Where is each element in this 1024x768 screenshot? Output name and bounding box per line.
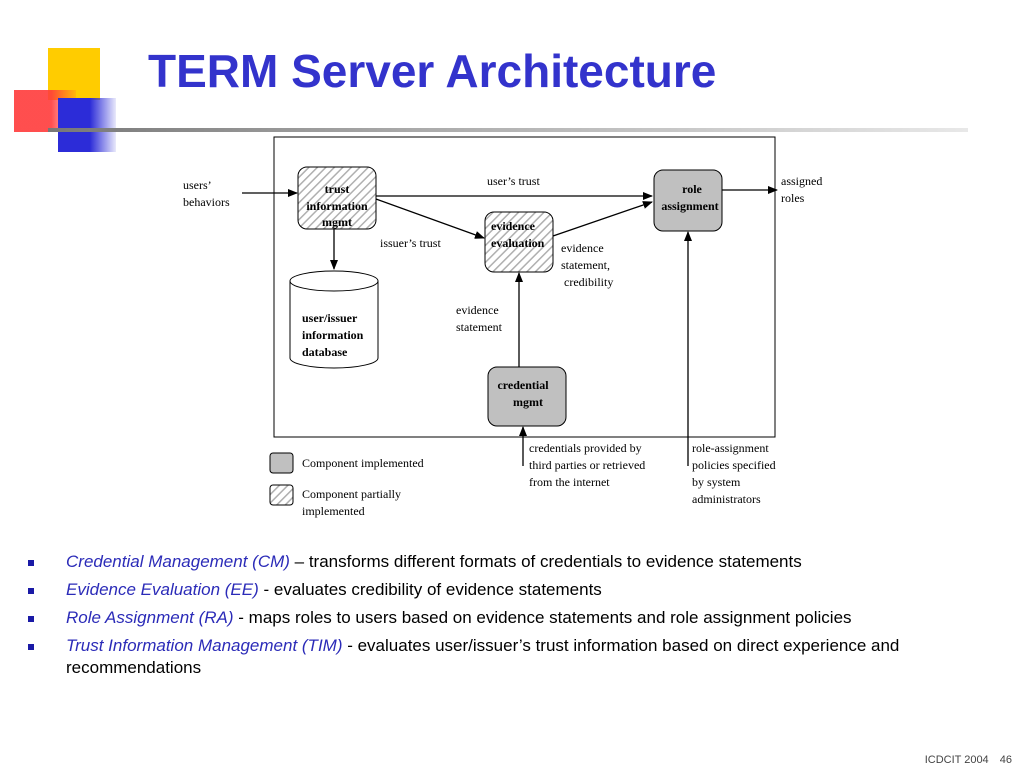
footer-conference: ICDCIT 2004 <box>924 754 989 766</box>
bullet-term: Credential Management (CM) <box>66 552 290 571</box>
bullet-marker <box>28 560 34 566</box>
node-role-assignment: role assignment <box>653 169 723 232</box>
node-tim-label-1: trust <box>325 182 350 196</box>
node-db-label-2: information <box>302 328 364 342</box>
legend-implemented-label: Component implemented <box>302 456 424 470</box>
label-evidence-statement-1: evidence <box>456 303 499 317</box>
legend-partial-swatch <box>269 484 294 506</box>
label-assigned-roles-2: roles <box>781 191 805 205</box>
label-users-behaviors-2: behaviors <box>183 195 230 209</box>
legend-partial-label-2: implemented <box>302 504 365 518</box>
label-users-behaviors-1: users’ <box>183 178 212 192</box>
system-boundary <box>273 136 776 438</box>
node-user-issuer-database: user/issuer information database <box>289 270 379 369</box>
footer-page-number: 46 <box>999 754 1012 766</box>
label-es-credibility-1: evidence <box>561 241 604 255</box>
node-ra-label-1: role <box>682 182 702 196</box>
node-evidence-evaluation: evidence evaluation <box>484 211 554 273</box>
bullet-item: Trust Information Management (TIM) - eva… <box>28 635 1018 679</box>
bullet-text: – transforms different formats of creden… <box>289 552 802 571</box>
label-policies-1: role-assignment <box>692 441 769 455</box>
label-policies-2: policies specified <box>692 458 776 472</box>
legend-implemented-swatch <box>269 452 294 474</box>
label-credentials-2: third parties or retrieved <box>529 458 645 472</box>
bullet-marker <box>28 588 34 594</box>
label-assigned-roles-1: assigned <box>781 174 822 188</box>
node-cm-label-1: credential <box>497 378 549 392</box>
label-credentials-1: credentials provided by <box>529 441 642 455</box>
bullet-marker <box>28 616 34 622</box>
bullet-term: Role Assignment (RA) <box>66 608 234 627</box>
legend-partial-label-1: Component partially <box>302 487 401 501</box>
node-credential-mgmt: credential mgmt <box>487 366 567 427</box>
bullet-marker <box>28 644 34 650</box>
label-issuers-trust: issuer’s trust <box>380 236 441 250</box>
node-tim-label-2: information <box>306 199 368 213</box>
bullet-term: Trust Information Management (TIM) <box>66 636 343 655</box>
legend: Component implemented Component partiall… <box>269 452 424 518</box>
bullet-item: Credential Management (CM) – transforms … <box>28 551 1018 573</box>
label-policies-4: administrators <box>692 492 761 506</box>
bullet-text: - evaluates credibility of evidence stat… <box>258 580 602 599</box>
bullet-text: - maps roles to users based on evidence … <box>233 608 852 627</box>
bullet-term: Evidence Evaluation (EE) <box>66 580 259 599</box>
node-ee-label-2: evaluation <box>491 236 545 250</box>
bullet-item: Role Assignment (RA) - maps roles to use… <box>28 607 1018 629</box>
label-credentials-3: from the internet <box>529 475 610 489</box>
label-users-trust: user’s trust <box>487 174 540 188</box>
label-policies-3: by system <box>692 475 741 489</box>
bullet-text: - evaluates user/issuer’s trust informat… <box>66 636 900 677</box>
node-tim-label-3: mgmt <box>322 215 352 229</box>
label-es-credibility-3: credibility <box>564 275 613 289</box>
node-trust-information-mgmt: trust information mgmt <box>297 166 377 230</box>
slide-footer: ICDCIT 2004 46 <box>917 754 1012 766</box>
arrow-tim-to-ee-issuers-trust <box>375 198 485 239</box>
bullet-list: Credential Management (CM) – transforms … <box>28 551 1018 685</box>
node-ra-label-2: assignment <box>661 199 718 213</box>
node-db-label-3: database <box>302 345 348 359</box>
label-evidence-statement-2: statement <box>456 320 503 334</box>
decor-blue-square <box>58 98 116 152</box>
arrow-ee-to-ra <box>552 201 653 237</box>
node-ee-label-1: evidence <box>491 219 536 233</box>
slide-title: TERM Server Architecture <box>148 45 717 97</box>
bullet-item: Evidence Evaluation (EE) - evaluates cre… <box>28 579 1018 601</box>
label-es-credibility-2: statement, <box>561 258 610 272</box>
node-db-label-1: user/issuer <box>302 311 358 325</box>
title-rule <box>48 128 968 132</box>
node-cm-label-2: mgmt <box>513 395 543 409</box>
